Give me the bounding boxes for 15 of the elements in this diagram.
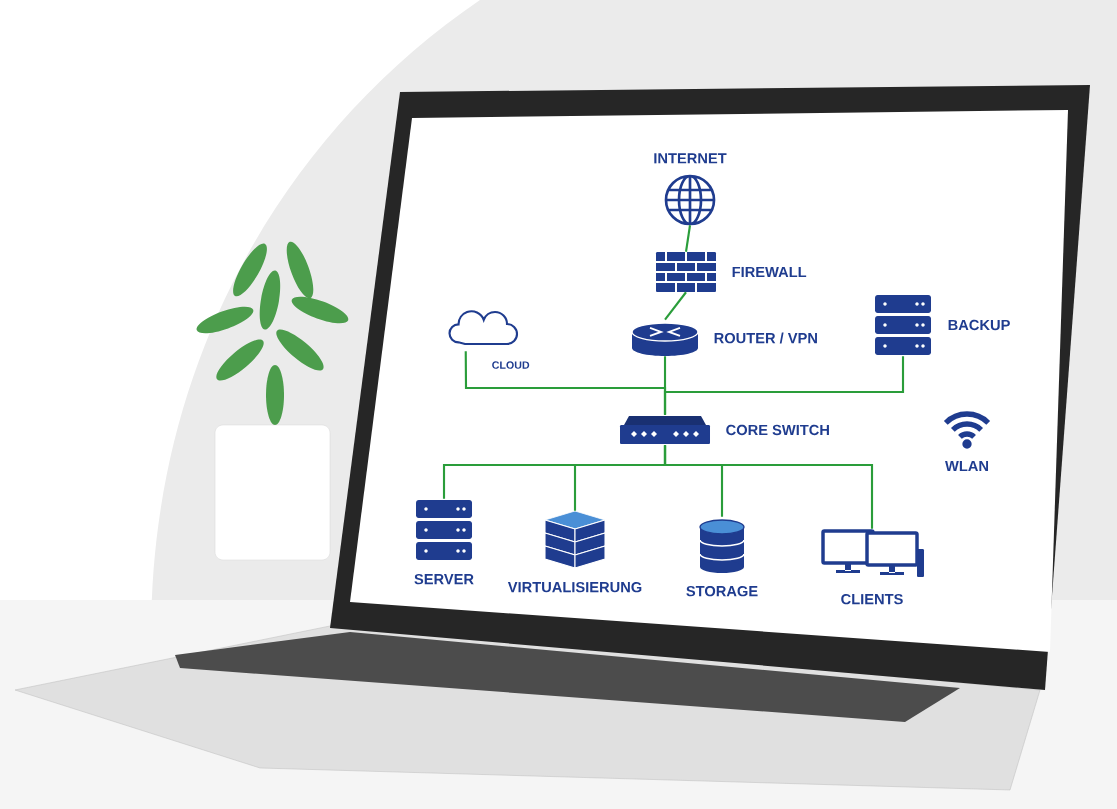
connector-line <box>684 225 692 252</box>
connector-line <box>663 356 905 415</box>
device-label: VIRTUALISIERUNG <box>507 582 642 593</box>
device-label: CLIENTS <box>841 594 903 605</box>
device-label: CORE SWITCH <box>726 424 829 436</box>
device-label: STORAGE <box>686 586 758 597</box>
connector-line <box>663 445 874 529</box>
device-label: INTERNET <box>654 153 727 164</box>
connector-line <box>664 291 687 321</box>
device-label: WLAN <box>945 460 988 472</box>
device-label: ROUTER / VPN <box>714 332 817 344</box>
device-label: BACKUP <box>948 319 1010 331</box>
device-label: SERVER <box>414 574 474 585</box>
device-label: FIREWALL <box>732 266 807 278</box>
device-label: CLOUD <box>492 361 530 369</box>
